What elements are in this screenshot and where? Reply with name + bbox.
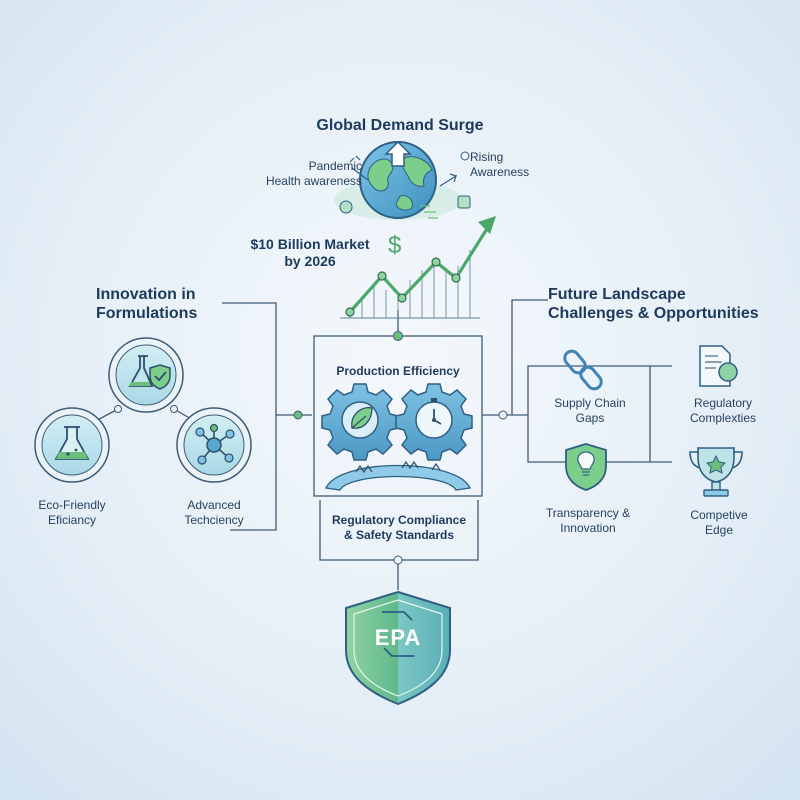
chain-link-icon	[563, 349, 603, 391]
innovation-title: Innovation in Formulations	[96, 285, 236, 323]
eco-line2: Eficiancy	[47, 513, 97, 527]
regulatory-line2: & Safety Standards	[343, 528, 455, 542]
globe-decorations	[349, 155, 458, 219]
production-efficiency-label: Production Efficiency	[336, 364, 460, 378]
regulatory-complexities-label: Regulatory Complexties	[668, 396, 778, 426]
edge-line1: Competive	[690, 508, 748, 522]
pandemic-label: Pandemic Health awareness	[252, 159, 362, 189]
future-title-line2: Challenges & Opportunities	[548, 305, 759, 322]
dollar-icon: $	[388, 232, 402, 259]
pandemic-line2: Health awareness	[265, 174, 362, 188]
reg-line2: Complexties	[689, 411, 757, 425]
adv-line2: Techciency	[184, 513, 244, 527]
global-demand-title: Global Demand Surge	[316, 117, 484, 134]
market-line1: $10 Billion Market	[250, 236, 370, 252]
market-line2: by 2026	[284, 253, 336, 269]
edge-line2: Edge	[704, 523, 734, 537]
advanced-tech-icon	[176, 407, 252, 483]
conveyor-icon	[325, 460, 471, 491]
leaf-gear-icon	[321, 383, 399, 461]
pandemic-line1: Pandemic	[308, 159, 362, 173]
rising-line1: Rising	[470, 150, 504, 164]
reg-line1: Regulatory	[693, 396, 753, 410]
innovation-title-line1: Innovation in	[96, 286, 196, 303]
innovation-icon	[108, 337, 184, 413]
transp-line1: Transparency &	[545, 506, 631, 520]
trophy-icon	[689, 447, 743, 497]
market-size-label: $10 Billion Market by 2026	[232, 236, 388, 270]
supply-chain-label: Supply Chain Gaps	[540, 396, 640, 426]
supply-line2: Gaps	[575, 411, 605, 425]
growth-chart-icon	[340, 216, 496, 319]
transp-line2: Innovation	[560, 521, 616, 535]
eco-friendly-icon	[34, 407, 110, 483]
transparency-label: Transparency & Innovation	[530, 506, 646, 536]
competitive-edge-label: Competive Edge	[664, 508, 774, 538]
document-question-icon	[699, 345, 738, 387]
rising-line2: Awareness	[470, 165, 530, 179]
future-title-line1: Future Landscape	[548, 286, 686, 303]
eco-friendly-label: Eco-Friendly Eficiancy	[22, 498, 122, 528]
innovation-title-line2: Formulations	[96, 305, 198, 322]
globe-icon	[334, 140, 462, 220]
supply-line1: Supply Chain	[554, 396, 626, 410]
epa-badge-text: EPA	[374, 625, 422, 650]
regulatory-compliance-label: Regulatory Compliance & Safety Standards	[320, 513, 478, 543]
epa-shield-icon	[345, 590, 451, 706]
lightbulb-shield-icon	[565, 443, 607, 491]
advanced-tech-label: Advanced Techciency	[164, 498, 264, 528]
future-landscape-title: Future Landscape Challenges & Opportunit…	[548, 285, 788, 323]
rising-awareness-label: Rising Awareness	[470, 150, 550, 180]
regulatory-line1: Regulatory Compliance	[331, 513, 467, 527]
right-connectors	[511, 299, 672, 463]
eco-line1: Eco-Friendly	[38, 498, 106, 512]
clock-gear-icon	[395, 383, 473, 461]
adv-line1: Advanced	[187, 498, 241, 512]
